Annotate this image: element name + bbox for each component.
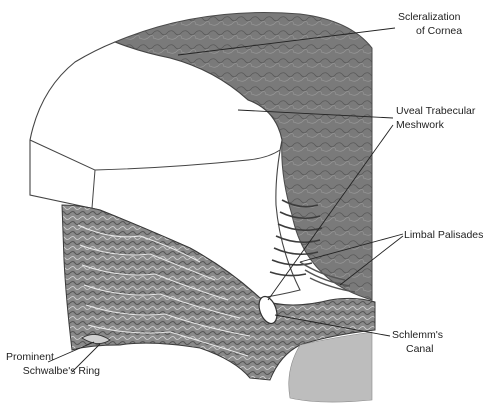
cornea-cut-line-2 (94, 149, 281, 171)
label-schlemm-line1: Schlemm's (392, 329, 444, 341)
label-scleralization-line1: Scleralization (398, 11, 461, 23)
schlemms-canal (258, 295, 278, 325)
leader-lines (47, 27, 404, 373)
label-uveal-meshwork: Uveal Trabecular Meshwork (396, 104, 475, 132)
label-schwalbe-line1: Prominent (6, 351, 54, 363)
label-schwalbes-ring: Prominent Schwalbe's Ring (4, 350, 100, 378)
label-schlemm-line2: Canal (406, 343, 434, 355)
schwalbes-ring (81, 334, 111, 344)
label-schwalbe-line2: Schwalbe's Ring (22, 365, 100, 377)
label-limbal-palisades: Limbal Palisades (404, 229, 484, 241)
label-uveal-line1: Uveal Trabecular (396, 105, 476, 117)
label-uveal-line2: Meshwork (396, 119, 444, 131)
label-scleralization-line2: of Cornea (416, 25, 463, 37)
label-schlemms-canal: Schlemm's Canal (392, 328, 443, 356)
sclera-lower (288, 331, 373, 403)
iris-fibers (77, 224, 251, 357)
label-scleralization: Scleralization of Cornea (398, 10, 462, 38)
iris-ciliary-body (61, 204, 376, 381)
limbal-palisades (299, 261, 356, 293)
